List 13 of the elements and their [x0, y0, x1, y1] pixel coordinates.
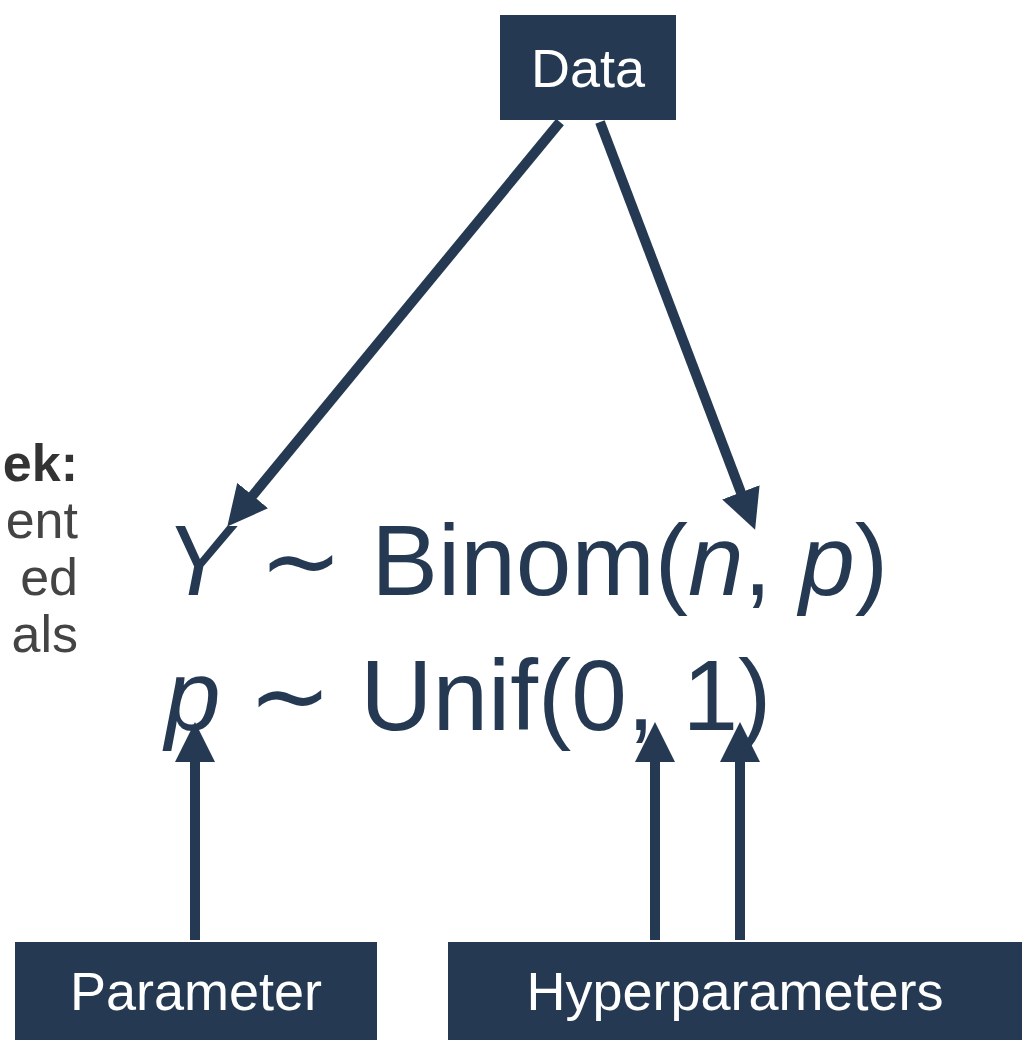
parameter-label-box: Parameter [15, 942, 377, 1040]
formula: Y ∼ Binom(n, p) [165, 505, 889, 615]
arrow [227, 118, 564, 527]
arrow [720, 722, 760, 940]
text-fragment: ed [20, 549, 78, 607]
text-fragment: ek: [2, 435, 78, 493]
arrow [595, 120, 760, 530]
arrow [175, 722, 215, 940]
data-label-box: Data [500, 15, 676, 120]
text-fragment: als [11, 606, 78, 664]
hyperparameters-label-box: Hyperparameters [448, 942, 1022, 1040]
arrow [635, 722, 675, 940]
text-fragment: ent [5, 492, 78, 550]
